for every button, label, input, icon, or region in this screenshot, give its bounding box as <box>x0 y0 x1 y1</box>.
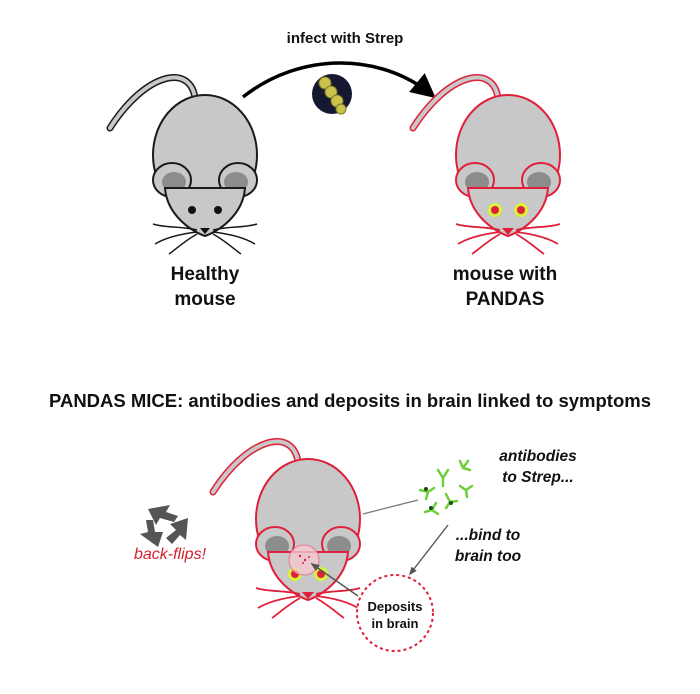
arrow-label: infect with Strep <box>286 30 404 47</box>
deposits-label: Deposits in brain <box>350 598 440 632</box>
strep-bacteria-icon <box>312 74 352 115</box>
deposits-circle <box>356 574 434 652</box>
pandas-line2: PANDAS <box>465 289 545 310</box>
section-title: PANDAS MICE: antibodies and deposits in … <box>49 390 651 411</box>
deposits-pointer <box>310 562 359 597</box>
bind-arrow <box>408 524 449 576</box>
antibody-line1: antibodies <box>499 448 577 465</box>
pandas-mouse-top <box>409 74 561 255</box>
bind-label: ...bind to brain too <box>433 525 543 567</box>
deposits-line2: in brain <box>371 616 419 631</box>
curved-arrow-icon <box>241 61 436 99</box>
healthy-mouse <box>106 74 258 255</box>
bind-line1: ...bind to <box>455 527 521 544</box>
deposits-line1: Deposits <box>367 599 423 614</box>
healthy-line2: mouse <box>174 289 236 310</box>
bind-line2: brain too <box>454 548 522 565</box>
antibody-connector <box>362 499 419 515</box>
antibody-line2: to Strep... <box>502 469 574 486</box>
backflip-label: back-flips! <box>133 546 207 563</box>
pandas-mouse-bottom <box>209 438 361 619</box>
healthy-line1: Healthy <box>170 264 240 285</box>
healthy-mouse-label: Healthy mouse <box>140 262 270 312</box>
antibody-icon <box>418 459 474 516</box>
pandas-line1: mouse with <box>452 264 558 285</box>
pandas-mouse-label: mouse with PANDAS <box>425 262 585 312</box>
antibody-label: antibodies to Strep... <box>478 446 598 488</box>
recycle-arrows-icon <box>140 505 188 547</box>
